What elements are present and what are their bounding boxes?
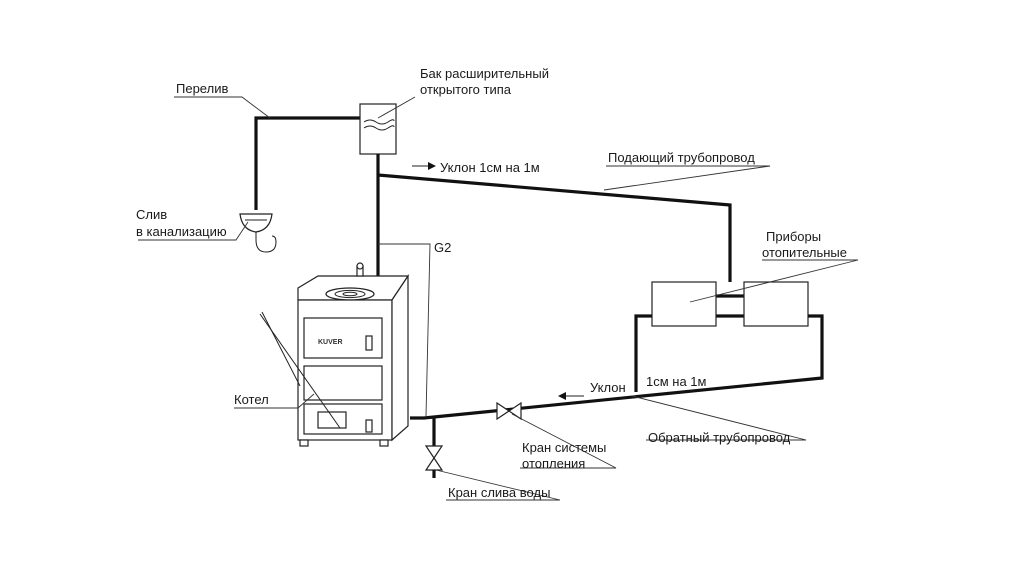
radiators-label-line2: отопительные [762, 245, 847, 260]
boiler-label: Котел [234, 392, 269, 407]
expansion-tank [359, 103, 397, 155]
return-slope-label-a: Уклон [590, 380, 626, 395]
boiler: KUVER [259, 262, 410, 447]
return-slope-label-b: 1см на 1м [646, 374, 707, 389]
sewer-drain-funnel [239, 213, 277, 253]
supply-pipe-label: Подающий трубопровод [608, 150, 755, 165]
heating-valve-label-line2: отопления [522, 456, 585, 471]
return-pipe [410, 314, 824, 420]
return-pipe-label: Обратный трубопровод [648, 430, 791, 445]
supply-pipe [376, 154, 744, 318]
radiator-right [743, 281, 809, 327]
drain-valve-label: Кран слива воды [448, 485, 550, 500]
g2-label: G2 [434, 240, 451, 255]
supply-slope-label: Уклон 1см на 1м [440, 160, 540, 175]
leader-lines [138, 96, 859, 501]
expansion-tank-label-line1: Бак расширительный [420, 66, 549, 81]
overflow-pipe [254, 116, 360, 210]
expansion-tank-label-line2: открытого типа [420, 82, 512, 97]
radiator-left [651, 281, 717, 327]
radiators-label-line1: Приборы [766, 229, 821, 244]
heating-valve [496, 401, 522, 421]
sewer-drain-label-line2: в канализацию [136, 224, 227, 239]
boiler-brand-label: KUVER [318, 339, 343, 346]
flow-arrow-return [558, 392, 584, 400]
drain-valve [424, 416, 444, 478]
heating-valve-label-line1: Кран системы [522, 440, 606, 455]
flow-arrow-supply [412, 162, 436, 170]
sewer-drain-label-line1: Слив [136, 207, 167, 222]
overflow-label: Перелив [176, 81, 228, 96]
